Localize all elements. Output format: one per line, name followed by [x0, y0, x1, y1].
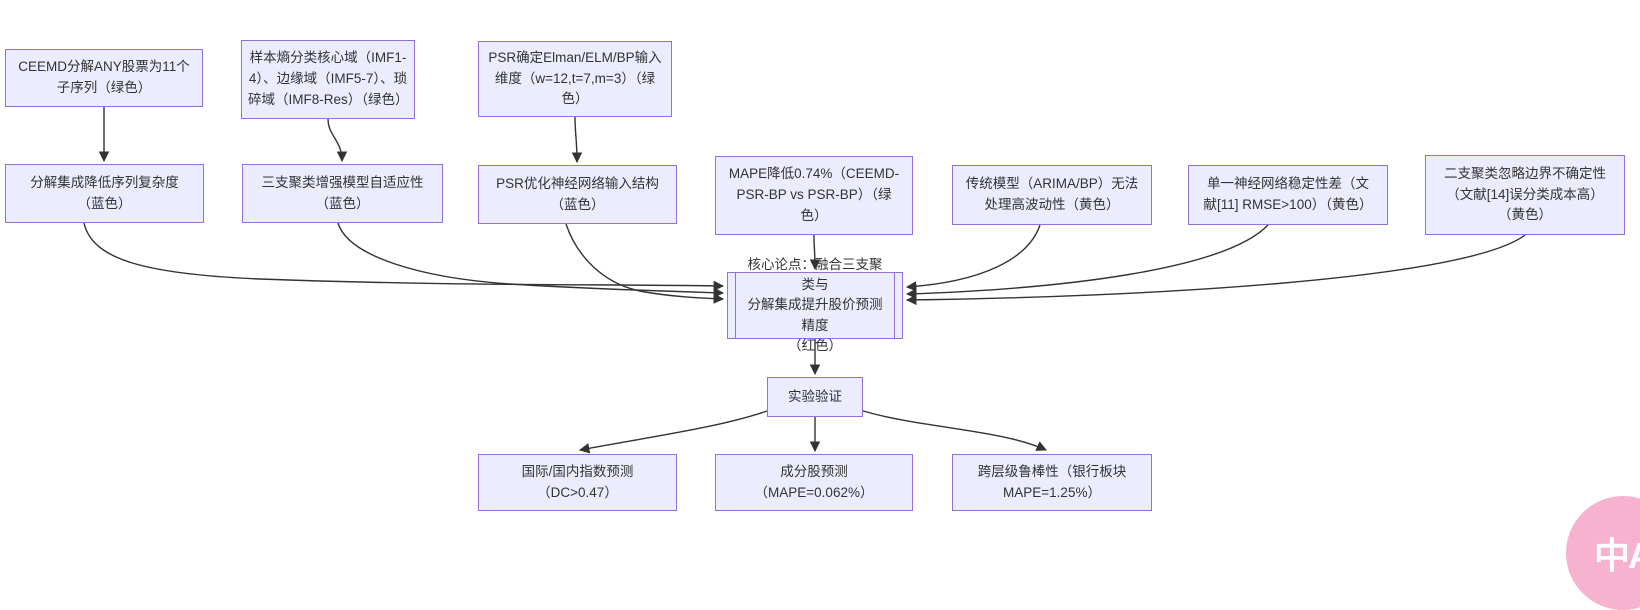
node-experimental-validation: 实验验证 [767, 377, 863, 417]
subroutine-right-bar [894, 273, 895, 338]
edge-psropt-to-core [565, 223, 725, 304]
edge-twoway-to-core [905, 234, 1526, 306]
diagram-canvas: CEEMD分解ANY股票为11个 子序列（绿色） 样本熵分类核心域（IMF1- … [5, 40, 1640, 610]
edge-exp-to-robust [859, 409, 1047, 451]
edge-decomp-to-core [83, 222, 725, 292]
node-decomposition-reduces-complexity: 分解集成降低序列复杂度 （蓝色） [5, 164, 204, 223]
edge-exp-to-index [578, 409, 771, 454]
node-constituent-stock-prediction: 成分股预测 （MAPE=0.062%） [715, 454, 913, 511]
node-core-thesis: 核心论点：融合三支聚类与 分解集成提升股价预测精度 （红色） [727, 257, 903, 353]
node-two-way-clustering-limitation: 二支聚类忽略边界不确定性 （文献[14]误分类成本高） （黄色） [1425, 155, 1625, 235]
node-psr-optimizes-input-structure: PSR优化神经网络输入结构 （蓝色） [478, 165, 677, 224]
edge-singlenn-to-core [905, 224, 1269, 299]
subroutine-left-bar [735, 273, 736, 338]
diagram-edges [83, 107, 1526, 454]
node-mape-reduction: MAPE降低0.74%（CEEMD- PSR-BP vs PSR-BP）（绿 色… [715, 156, 913, 235]
node-three-way-clustering-adaptivity: 三支聚类增强模型自适应性 （蓝色） [242, 164, 443, 223]
edge-mape-to-core [809, 234, 821, 271]
edge-twc-to-core [337, 222, 725, 298]
translate-icon: 中A [1594, 535, 1640, 576]
edge-trad-to-core [905, 224, 1041, 292]
node-traditional-model-limitation: 传统模型（ARIMA/BP）无法 处理高波动性（黄色） [952, 165, 1152, 225]
node-single-nn-instability: 单一神经网络稳定性差（文 献[11] RMSE>100）（黄色） [1188, 165, 1388, 225]
node-sample-entropy-classification: 样本熵分类核心域（IMF1- 4）、边缘域（IMF5-7）、琐 碎域（IMF8-… [241, 40, 415, 119]
node-cross-level-robustness: 跨层级鲁棒性（银行板块 MAPE=1.25%） [952, 454, 1152, 511]
node-index-prediction: 国际/国内指数预测 （DC>0.47） [478, 454, 677, 511]
node-ceemd-decomposition: CEEMD分解ANY股票为11个 子序列（绿色） [5, 49, 203, 107]
edge-entropy-to-twc [327, 118, 348, 163]
node-psr-input-dimension: PSR确定Elman/ELM/BP输入 维度（w=12,t=7,m=3）（绿 色… [478, 41, 672, 117]
edge-psrdim-to-psropt [571, 116, 583, 164]
core-thesis-label: 核心论点：融合三支聚类与 分解集成提升股价预测精度 （红色） [747, 256, 883, 353]
